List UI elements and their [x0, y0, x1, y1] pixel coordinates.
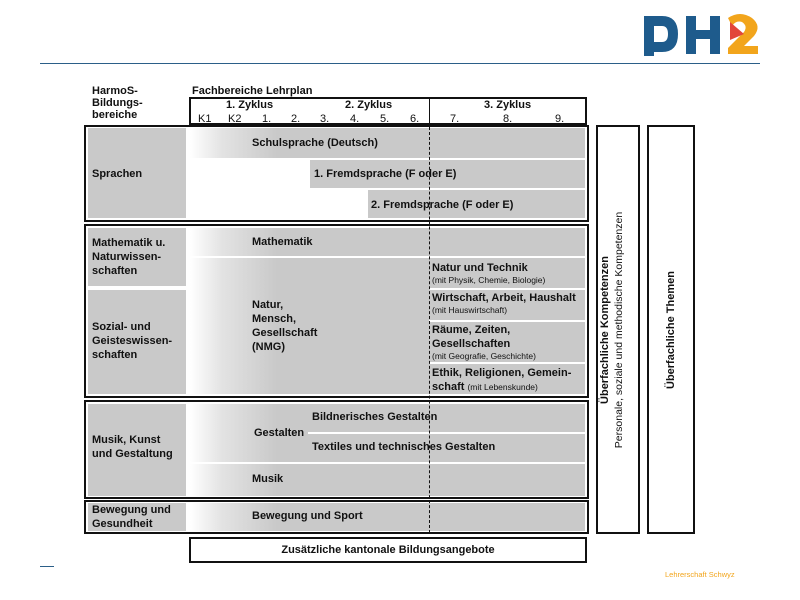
bar-nmg: [190, 258, 585, 394]
zyklus1-label: 1. Zyklus: [226, 99, 274, 111]
area-label-sozial: Sozial- und Geisteswissen- schaften: [92, 321, 173, 361]
footer-line: [40, 566, 54, 567]
logo: [640, 10, 762, 58]
bar-mathematik: [190, 228, 585, 256]
zyklus-header-frame: [189, 97, 587, 125]
subject-zusaetzlich: Zusätzliche kantonale Bildungsangebote: [281, 544, 495, 556]
zyklus2-label: 2. Zyklus: [345, 99, 393, 111]
subject-mathematik: Mathematik: [252, 236, 313, 248]
frame-sprachen: [84, 125, 589, 222]
frame-musik: [84, 400, 589, 499]
area-label-mathematik: Mathematik u. Naturwissen- schaften: [92, 237, 166, 277]
logo-icon: [644, 14, 758, 56]
header-areas-label: HarmoS- Bildungs- bereiche: [92, 85, 143, 121]
subject-raeume: Räume, Zeiten, Gesellschaften (mit Geogr…: [432, 324, 536, 361]
footer-org: Lehrerschaft Schwyz: [665, 570, 735, 579]
subject-wirtschaft: Wirtschaft, Arbeit, Haushalt (mit Hauswi…: [432, 292, 576, 315]
subject-fremdsprache2: 2. Fremdsprache (F oder E): [371, 199, 514, 211]
subject-ethik: Ethik, Religionen, Gemein- schaft (mit L…: [432, 367, 572, 393]
grade-label: K1: [198, 113, 212, 125]
bar-bewegung: [190, 503, 585, 531]
frame-zusaetzlich: [189, 537, 587, 563]
subject-nmg: Natur, Mensch, Gesellschaft (NMG): [252, 299, 318, 353]
zyklus3-divider: [429, 127, 430, 533]
area-label-bewegung: Bewegung und Gesundheit: [92, 504, 171, 530]
bar-fremdsprache2: [368, 190, 585, 218]
bar-fremdsprache1: [310, 160, 585, 188]
bar-schulsprache: [190, 128, 585, 158]
grade-label: 1.: [262, 113, 272, 125]
subject-bewegung: Bewegung und Sport: [252, 510, 363, 522]
grade-label: 5.: [380, 113, 390, 125]
subject-gestalten: Gestalten: [254, 427, 305, 439]
subject-musik: Musik: [252, 473, 284, 485]
subject-bildnerisch: Bildnerisches Gestalten: [312, 411, 438, 423]
subject-natur-technik: Natur und Technik (mit Physik, Chemie, B…: [432, 262, 546, 285]
grade-label: 4.: [350, 113, 360, 125]
frame-mathematik-sozial: [84, 224, 589, 398]
zyklus3-label: 3. Zyklus: [484, 99, 532, 111]
area-cell-musik: [88, 404, 186, 496]
subject-fremdsprache1: 1. Fremdsprache (F oder E): [314, 168, 457, 180]
area-label-sprachen: Sprachen: [92, 168, 143, 180]
grade-label: 3.: [320, 113, 330, 125]
side-themen: Überfachliche Themen: [665, 271, 677, 389]
grade-label: 2.: [291, 113, 301, 125]
frame-kompetenzen: [596, 125, 640, 534]
subject-schulsprache: Schulsprache (Deutsch): [252, 137, 378, 149]
frame-themen: [647, 125, 695, 534]
header-divider: [40, 63, 760, 64]
area-label-musik: Musik, Kunst und Gestaltung: [92, 434, 173, 460]
grade-label: 6.: [410, 113, 420, 125]
bar-gestalten: [190, 404, 585, 496]
grade-label: 8.: [503, 113, 513, 125]
grade-label: 7.: [450, 113, 460, 125]
header-fachbereiche-label: Fachbereiche Lehrplan: [192, 85, 313, 97]
side-kompetenzen: Überfachliche Kompetenzen Personale, soz…: [599, 211, 625, 449]
subject-textil: Textiles und technisches Gestalten: [312, 441, 496, 453]
area-cell-sprachen: [88, 128, 186, 218]
grade-label: K2: [228, 113, 242, 125]
grade-label: 9.: [555, 113, 565, 125]
area-cell-bewegung: [88, 503, 186, 531]
area-cell-mathematik: [88, 228, 186, 286]
area-cell-sozial: [88, 290, 186, 394]
frame-bewegung: [84, 500, 589, 534]
